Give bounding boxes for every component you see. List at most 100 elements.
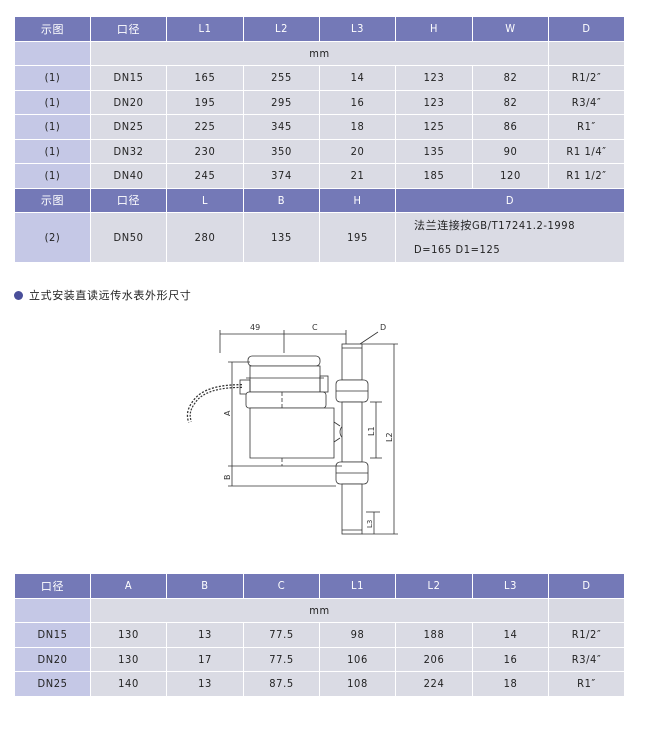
value-cell: 135 [243, 212, 320, 263]
unit-row: mm [14, 597, 625, 623]
vertical-meter-drawing: 49 C D A B L1 L2 L3 [186, 323, 398, 535]
thread-cell: R1 1/4″ [548, 138, 625, 164]
value-cell: 21 [319, 163, 396, 189]
size-cell: DN25 [90, 114, 167, 140]
value-cell: 206 [395, 646, 473, 672]
value-cell: 123 [395, 65, 473, 91]
header-cell: D [548, 16, 625, 42]
value-cell: 18 [319, 114, 396, 140]
value-cell: 77.5 [243, 622, 320, 648]
dimension-table-vertical: 口径 A B C L1 L2 L3 D mm DN15 130 13 77.5 … [14, 573, 625, 697]
header-cell: C [243, 573, 320, 599]
value-cell: 225 [166, 114, 244, 140]
header-cell: L3 [472, 573, 549, 599]
value-cell: 165 [166, 65, 244, 91]
header-cell: H [395, 16, 473, 42]
value-cell: 18 [472, 671, 549, 697]
meter-head [249, 365, 321, 393]
size-cell: DN20 [90, 89, 167, 115]
value-cell: 345 [243, 114, 320, 140]
value-cell: 135 [395, 138, 473, 164]
table-row: DN25 140 13 87.5 108 224 18 R1″ [14, 671, 625, 697]
value-cell: 14 [472, 622, 549, 648]
header-cell: L [166, 187, 244, 213]
flange-header-row: 示图 口径 L B H D [14, 187, 625, 213]
value-cell: 98 [319, 622, 396, 648]
bullet-icon [14, 290, 23, 300]
value-cell: 130 [90, 646, 167, 672]
section-title: 立式安装直读远传水表外形尺寸 [14, 287, 191, 303]
value-cell: 245 [166, 163, 244, 189]
value-cell: 13 [166, 622, 244, 648]
value-cell: 16 [472, 646, 549, 672]
header-cell: D [548, 573, 625, 599]
table-row: DN20 130 17 77.5 106 206 16 R3/4″ [14, 646, 625, 672]
value-cell: 295 [243, 89, 320, 115]
dim-l1-label: L1 [367, 426, 376, 436]
thread-cell: R1/2″ [548, 65, 625, 91]
value-cell: 106 [319, 646, 396, 672]
thread-cell: R3/4″ [548, 89, 625, 115]
header-cell: L1 [319, 573, 396, 599]
value-cell: 224 [395, 671, 473, 697]
cable [186, 384, 243, 423]
value-cell: 230 [166, 138, 244, 164]
empty-cell [548, 597, 625, 623]
value-cell: 82 [472, 65, 549, 91]
size-cell: DN40 [90, 163, 167, 189]
value-cell: 82 [472, 89, 549, 115]
thread-cell: R1/2″ [548, 622, 625, 648]
header-cell: B [166, 573, 244, 599]
table-row: (1) DN20 195 295 16 123 82 R3/4″ [14, 89, 625, 115]
thread-cell: R1 1/2″ [548, 163, 625, 189]
diagram-cell: (1) [14, 114, 91, 140]
header-cell: W [472, 16, 549, 42]
header-cell: H [319, 187, 396, 213]
value-cell: 125 [395, 114, 473, 140]
header-cell: L2 [243, 16, 320, 42]
header-cell: 口径 [90, 187, 167, 213]
header-cell: 示图 [14, 187, 91, 213]
header-cell: D [395, 187, 625, 213]
cable-core [188, 385, 243, 423]
unit-label: mm [90, 597, 549, 623]
flange-diameters: D=165 D1=125 [414, 242, 501, 256]
diagram-cell: (1) [14, 163, 91, 189]
flange-note: 法兰连接按GB/T17241.2-1998 D=165 D1=125 [395, 212, 625, 263]
unit-label: mm [90, 40, 549, 66]
dim-b-label: B [223, 475, 232, 481]
value-cell: 13 [166, 671, 244, 697]
value-cell: 130 [90, 622, 167, 648]
diagram-cell: (1) [14, 138, 91, 164]
dim-49-label: 49 [250, 323, 260, 332]
table-header-row: 示图 口径 L1 L2 L3 H W D [14, 16, 625, 42]
header-cell: L1 [166, 16, 244, 42]
thread-cell: R1″ [548, 671, 625, 697]
dim-d-label: D [380, 323, 386, 332]
flange-row: (2) DN50 280 135 195 法兰连接按GB/T17241.2-19… [14, 212, 625, 263]
dimension-table-horizontal: 示图 口径 L1 L2 L3 H W D mm (1) DN15 165 255… [14, 16, 625, 263]
dim-c-label: C [312, 323, 318, 332]
header-cell: L2 [395, 573, 473, 599]
diagram-cell: (1) [14, 65, 91, 91]
value-cell: 77.5 [243, 646, 320, 672]
value-cell: 255 [243, 65, 320, 91]
empty-cell [14, 40, 91, 66]
size-cell: DN32 [90, 138, 167, 164]
header-cell: B [243, 187, 320, 213]
cable-gland [239, 379, 251, 395]
diagram-cell: (2) [14, 212, 91, 263]
value-cell: 87.5 [243, 671, 320, 697]
table-header-row: 口径 A B C L1 L2 L3 D [14, 573, 625, 599]
dim-a-label: A [223, 410, 232, 416]
unit-row: mm [14, 40, 625, 66]
header-cell: 示图 [14, 16, 91, 42]
header-cell: 口径 [90, 16, 167, 42]
empty-cell [548, 40, 625, 66]
meter-ring [245, 391, 327, 409]
size-cell: DN50 [90, 212, 167, 263]
thread-cell: R3/4″ [548, 646, 625, 672]
value-cell: 14 [319, 65, 396, 91]
value-cell: 123 [395, 89, 473, 115]
value-cell: 195 [319, 212, 396, 263]
